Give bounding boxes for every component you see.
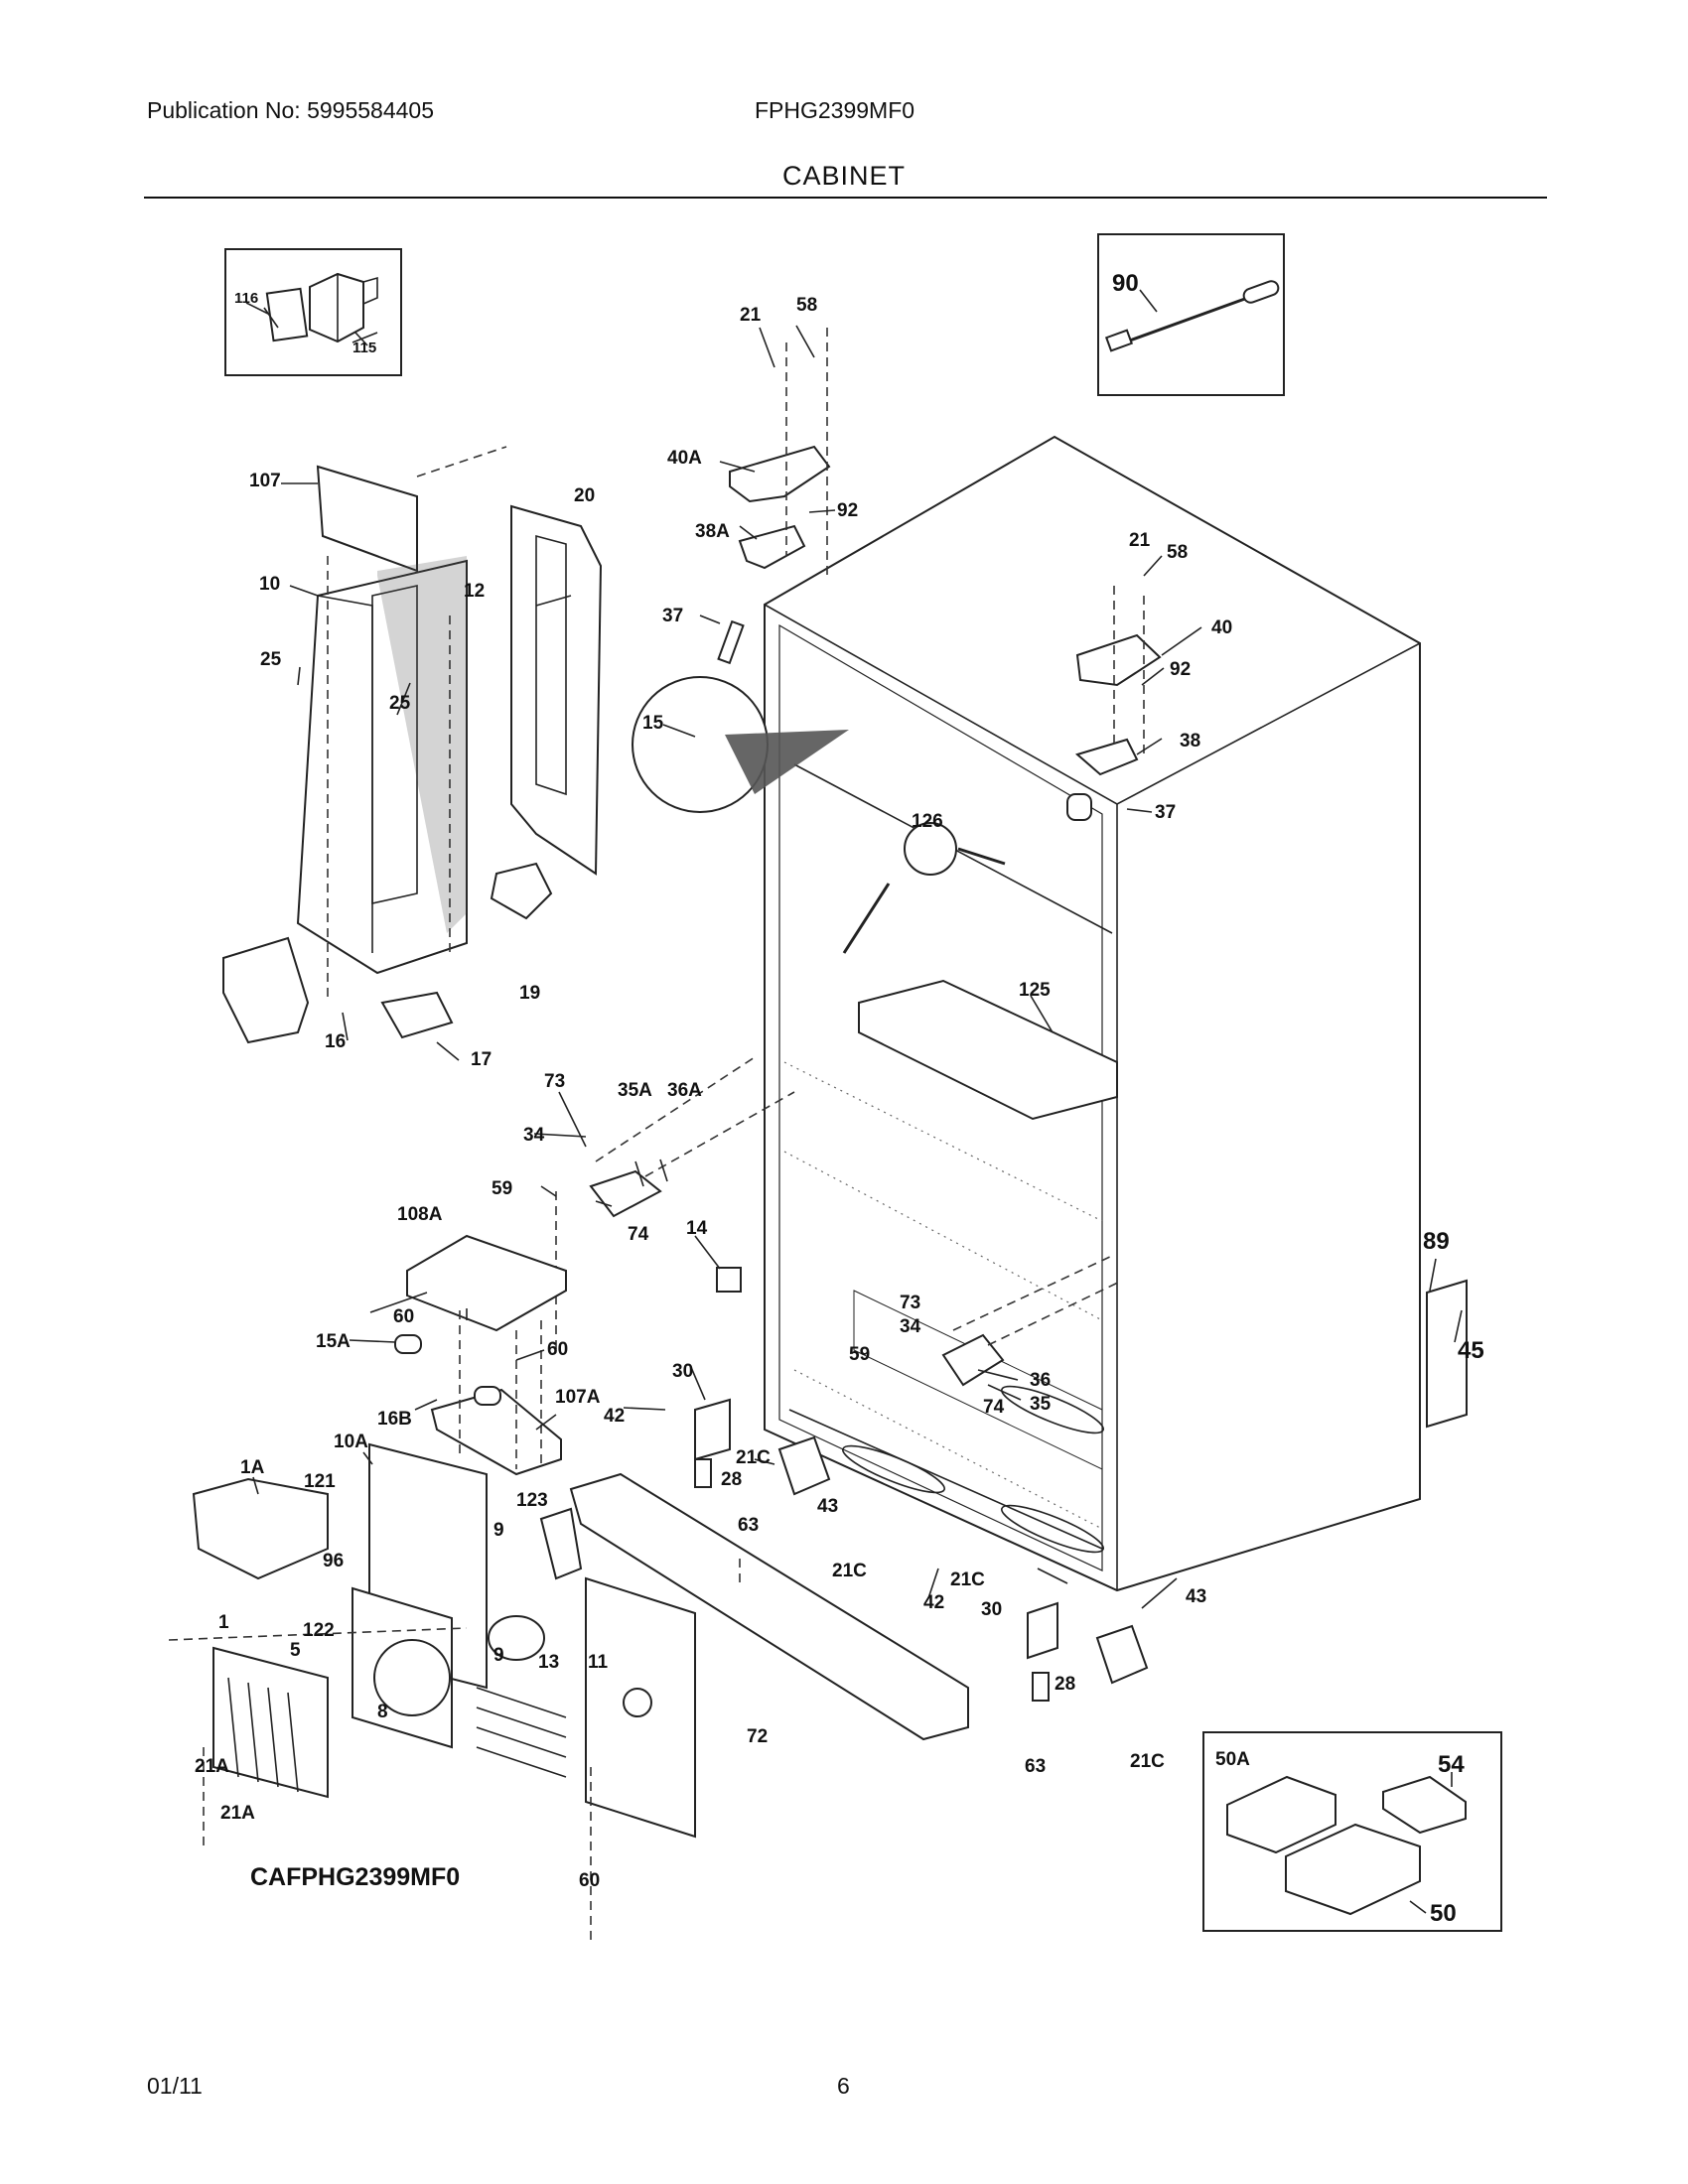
callout-21c-c: 21C	[950, 1570, 985, 1590]
callout-42-right: 42	[923, 1592, 944, 1613]
callout-43-left: 43	[817, 1496, 838, 1517]
callout-74-right: 74	[983, 1397, 1005, 1418]
callout-63-left: 63	[738, 1515, 759, 1536]
callout-17: 17	[471, 1049, 492, 1070]
callout-58-top: 58	[796, 295, 817, 316]
callout-labels: 116 115 90 21 58 107 20 40A 92 38A 10 12…	[195, 270, 1484, 1927]
callout-73-left: 73	[544, 1071, 565, 1092]
callout-107: 107	[249, 471, 281, 491]
callout-21a-b: 21A	[220, 1803, 255, 1824]
callout-115: 115	[352, 340, 376, 356]
callout-40: 40	[1211, 617, 1232, 638]
callout-13: 13	[538, 1652, 559, 1673]
callout-11: 11	[588, 1652, 609, 1673]
callout-21-top: 21	[740, 305, 762, 326]
callout-96: 96	[323, 1551, 344, 1571]
callout-35a: 35A	[618, 1080, 652, 1101]
callout-108a: 108A	[397, 1204, 443, 1225]
callout-16: 16	[325, 1031, 346, 1052]
callout-60-left: 60	[393, 1306, 414, 1327]
callout-89: 89	[1423, 1228, 1450, 1255]
callout-19: 19	[519, 983, 540, 1004]
callout-36a: 36A	[667, 1080, 702, 1101]
callout-107a: 107A	[555, 1387, 601, 1408]
publication-number: Publication No: 5995584405	[147, 97, 435, 123]
callout-74-left: 74	[628, 1224, 649, 1245]
callout-37-right: 37	[1155, 802, 1176, 823]
callout-58-right: 58	[1167, 542, 1188, 563]
callout-12: 12	[464, 581, 485, 602]
callout-37-top: 37	[662, 606, 683, 626]
callout-125: 125	[1019, 980, 1051, 1001]
callout-92-right: 92	[1170, 659, 1191, 680]
callout-15: 15	[642, 713, 664, 734]
callout-59-left: 59	[492, 1178, 512, 1199]
callout-59-right: 59	[849, 1344, 870, 1365]
callout-9-top: 9	[493, 1520, 504, 1541]
callout-10a: 10A	[334, 1432, 368, 1452]
callout-25-left: 25	[260, 649, 282, 670]
callout-21c-a: 21C	[736, 1447, 771, 1468]
callout-45: 45	[1458, 1337, 1484, 1364]
callout-34-right: 34	[900, 1316, 921, 1337]
callout-1: 1	[218, 1612, 229, 1633]
callout-30-left: 30	[672, 1361, 693, 1382]
callout-126: 126	[912, 811, 943, 832]
footer-date: 01/11	[147, 2073, 203, 2099]
callout-8: 8	[377, 1702, 388, 1722]
callout-34-left: 34	[523, 1125, 545, 1146]
callout-73-right: 73	[900, 1293, 920, 1313]
callout-121: 121	[304, 1471, 336, 1492]
inset-90	[1097, 233, 1285, 396]
callout-28-right: 28	[1055, 1674, 1075, 1695]
callout-21a-a: 21A	[195, 1756, 229, 1777]
callout-16b: 16B	[377, 1409, 412, 1430]
callout-9-bottom: 9	[493, 1645, 504, 1666]
callout-1a: 1A	[240, 1457, 265, 1478]
callout-54: 54	[1438, 1751, 1465, 1778]
page-number: 6	[837, 2073, 850, 2099]
inset-50-50a-54	[1202, 1731, 1502, 1932]
callout-21-right: 21	[1129, 530, 1151, 551]
callout-92-top: 92	[837, 500, 858, 521]
callout-90: 90	[1112, 270, 1139, 297]
callout-14: 14	[686, 1218, 708, 1239]
callout-15a: 15A	[316, 1331, 351, 1352]
callout-42-left: 42	[604, 1406, 625, 1427]
drawing-id: CAFPHG2399MF0	[250, 1863, 461, 1891]
callout-72: 72	[747, 1726, 768, 1747]
callout-122: 122	[303, 1620, 335, 1641]
callout-63-right: 63	[1025, 1756, 1046, 1777]
callout-5: 5	[290, 1640, 301, 1661]
leader-lines	[245, 302, 1463, 1609]
callout-30-right: 30	[981, 1599, 1002, 1620]
air-duct-assembly	[222, 446, 603, 1044]
callout-38a: 38A	[695, 521, 730, 542]
callout-21c-b: 21C	[832, 1561, 867, 1581]
callout-35: 35	[1030, 1394, 1052, 1415]
callout-116: 116	[234, 290, 258, 307]
callout-36: 36	[1030, 1370, 1051, 1391]
section-title: CABINET	[781, 161, 907, 191]
callout-123: 123	[516, 1490, 548, 1511]
header-rule	[144, 197, 1547, 199]
callout-50: 50	[1430, 1900, 1457, 1927]
callout-10: 10	[259, 574, 280, 595]
callout-50a: 50A	[1215, 1749, 1250, 1770]
callout-60-right: 60	[547, 1339, 568, 1360]
callout-25-mid: 25	[389, 693, 411, 714]
callout-60-bottom: 60	[579, 1870, 600, 1891]
callout-21c-d: 21C	[1130, 1751, 1165, 1772]
callout-38: 38	[1180, 731, 1200, 751]
callout-40a: 40A	[667, 448, 702, 469]
hinges-and-hardware	[168, 328, 1162, 1946]
callout-43-right: 43	[1186, 1586, 1206, 1607]
cabinet-body	[764, 435, 1468, 1592]
model-number: FPHG2399MF0	[755, 97, 915, 123]
callout-20: 20	[574, 485, 595, 506]
callout-28-left: 28	[721, 1469, 742, 1490]
